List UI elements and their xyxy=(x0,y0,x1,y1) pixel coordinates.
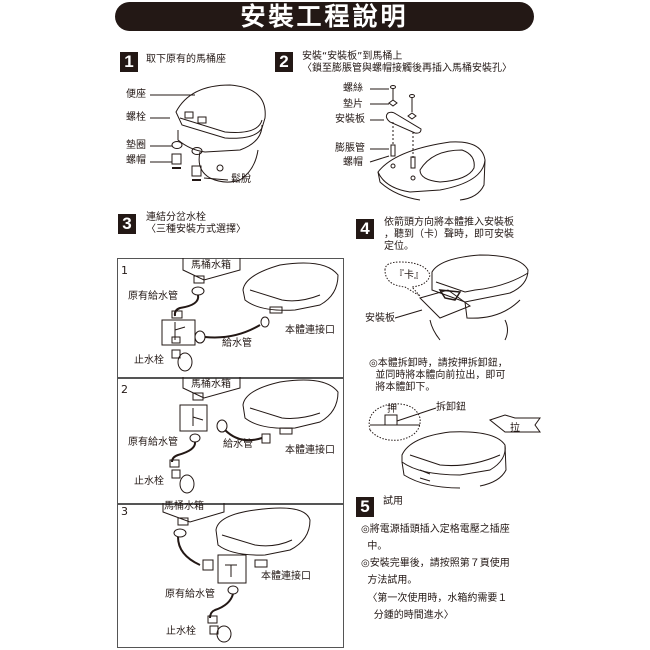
option-2-number: 2 xyxy=(121,383,128,396)
removal-note-line1: ◎本體拆卸時，請按押拆卸鈕， xyxy=(369,358,508,369)
step-5-line-6: 分鍾的時間進水〉 xyxy=(361,610,454,621)
label-washer: 墊圈 xyxy=(126,140,146,151)
step-2-badge: 2 xyxy=(275,52,293,72)
option-3-tank-label: 馬桶水箱 xyxy=(164,501,204,512)
step-5-line-2: 中。 xyxy=(361,541,388,552)
step-4-text-line3: 定位。 xyxy=(384,241,414,252)
step-5-badge: 5 xyxy=(356,497,374,517)
step-3-badge: 3 xyxy=(118,214,136,234)
option-1-valve-label: 止水栓 xyxy=(134,355,164,366)
step-4-text-line1: 依箭頭方向將本體推入安裝板 xyxy=(384,217,514,228)
step-5-title: 試用 xyxy=(383,496,403,507)
step-3-text-line2: 〈三種安裝方式選擇〉 xyxy=(146,224,246,235)
option-2-supply-pipe-label: 給水管 xyxy=(223,439,253,450)
option-2-orig-pipe-label: 原有給水管 xyxy=(128,437,178,448)
click-sound-label: 『卡』 xyxy=(394,270,424,281)
step-4-text-line2: ，聽到（卡）聲時，即可安裝 xyxy=(384,229,514,240)
step-3-options-panel xyxy=(117,258,344,648)
label-bolt: 螺栓 xyxy=(126,112,146,123)
page-title: 安裝工程說明 xyxy=(115,2,534,31)
option-1-tank-label: 馬桶水箱 xyxy=(191,260,231,271)
option-3-number: 3 xyxy=(121,505,128,518)
release-button-label: 拆卸鈕 xyxy=(436,402,466,413)
option-3-valve-label: 止水栓 xyxy=(166,626,196,637)
pull-label: 拉 xyxy=(510,423,520,434)
label-nut-2: 螺帽 xyxy=(343,157,363,168)
removal-note-line3: 將本體卸下。 xyxy=(369,382,436,393)
option-1-number: 1 xyxy=(121,264,128,277)
label-screw: 螺絲 xyxy=(343,83,363,94)
step-1-text: 取下原有的馬桶座 xyxy=(146,54,226,65)
panel-divider-2 xyxy=(117,503,344,505)
option-2-tank-label: 馬桶水箱 xyxy=(191,379,231,390)
option-3-connector-label: 本體連接口 xyxy=(261,571,311,582)
label-seat: 便座 xyxy=(126,89,146,100)
removal-note-line2: 並同時將本體向前拉出，即可 xyxy=(369,370,506,381)
option-3-orig-pipe-label: 原有給水管 xyxy=(165,589,215,600)
label-plate: 安裝板 xyxy=(335,114,365,125)
step-5-line-4: 方法試用。 xyxy=(361,575,418,586)
press-label: 押 xyxy=(387,404,397,415)
option-1-orig-pipe-label: 原有給水管 xyxy=(128,291,178,302)
option-1-supply-pipe-label: 給水管 xyxy=(222,338,252,349)
label-shim: 墊片 xyxy=(343,99,363,110)
label-expansion-tube: 膨脹管 xyxy=(335,143,365,154)
option-2-connector-label: 本體連接口 xyxy=(285,445,335,456)
option-1-connector-label: 本體連接口 xyxy=(285,325,335,336)
step-5-line-3: ◎安裝完畢後，請按照第７頁使用 xyxy=(361,558,510,569)
step-2-text-line2: 〈鎖至膨脹管與螺帽接觸後再插入馬桶安裝孔〉 xyxy=(302,63,512,74)
step-5-line-1: ◎將電源插頭插入定格電壓之插座 xyxy=(361,524,510,535)
step-4-plate-label: 安裝板 xyxy=(365,313,395,324)
label-nut: 螺帽 xyxy=(126,155,146,166)
option-2-valve-label: 止水栓 xyxy=(134,476,164,487)
step-2-text-line1: 安裝“安裝板”到馬桶上 xyxy=(302,51,403,62)
step-5-line-5: 〈第一次使用時，水箱約需要１ xyxy=(361,593,508,604)
panel-divider-1 xyxy=(117,377,344,379)
step-1-badge: 1 xyxy=(120,52,138,72)
step-3-text-line1: 連結分岔水栓 xyxy=(146,212,206,223)
step-4-badge: 4 xyxy=(356,219,374,239)
